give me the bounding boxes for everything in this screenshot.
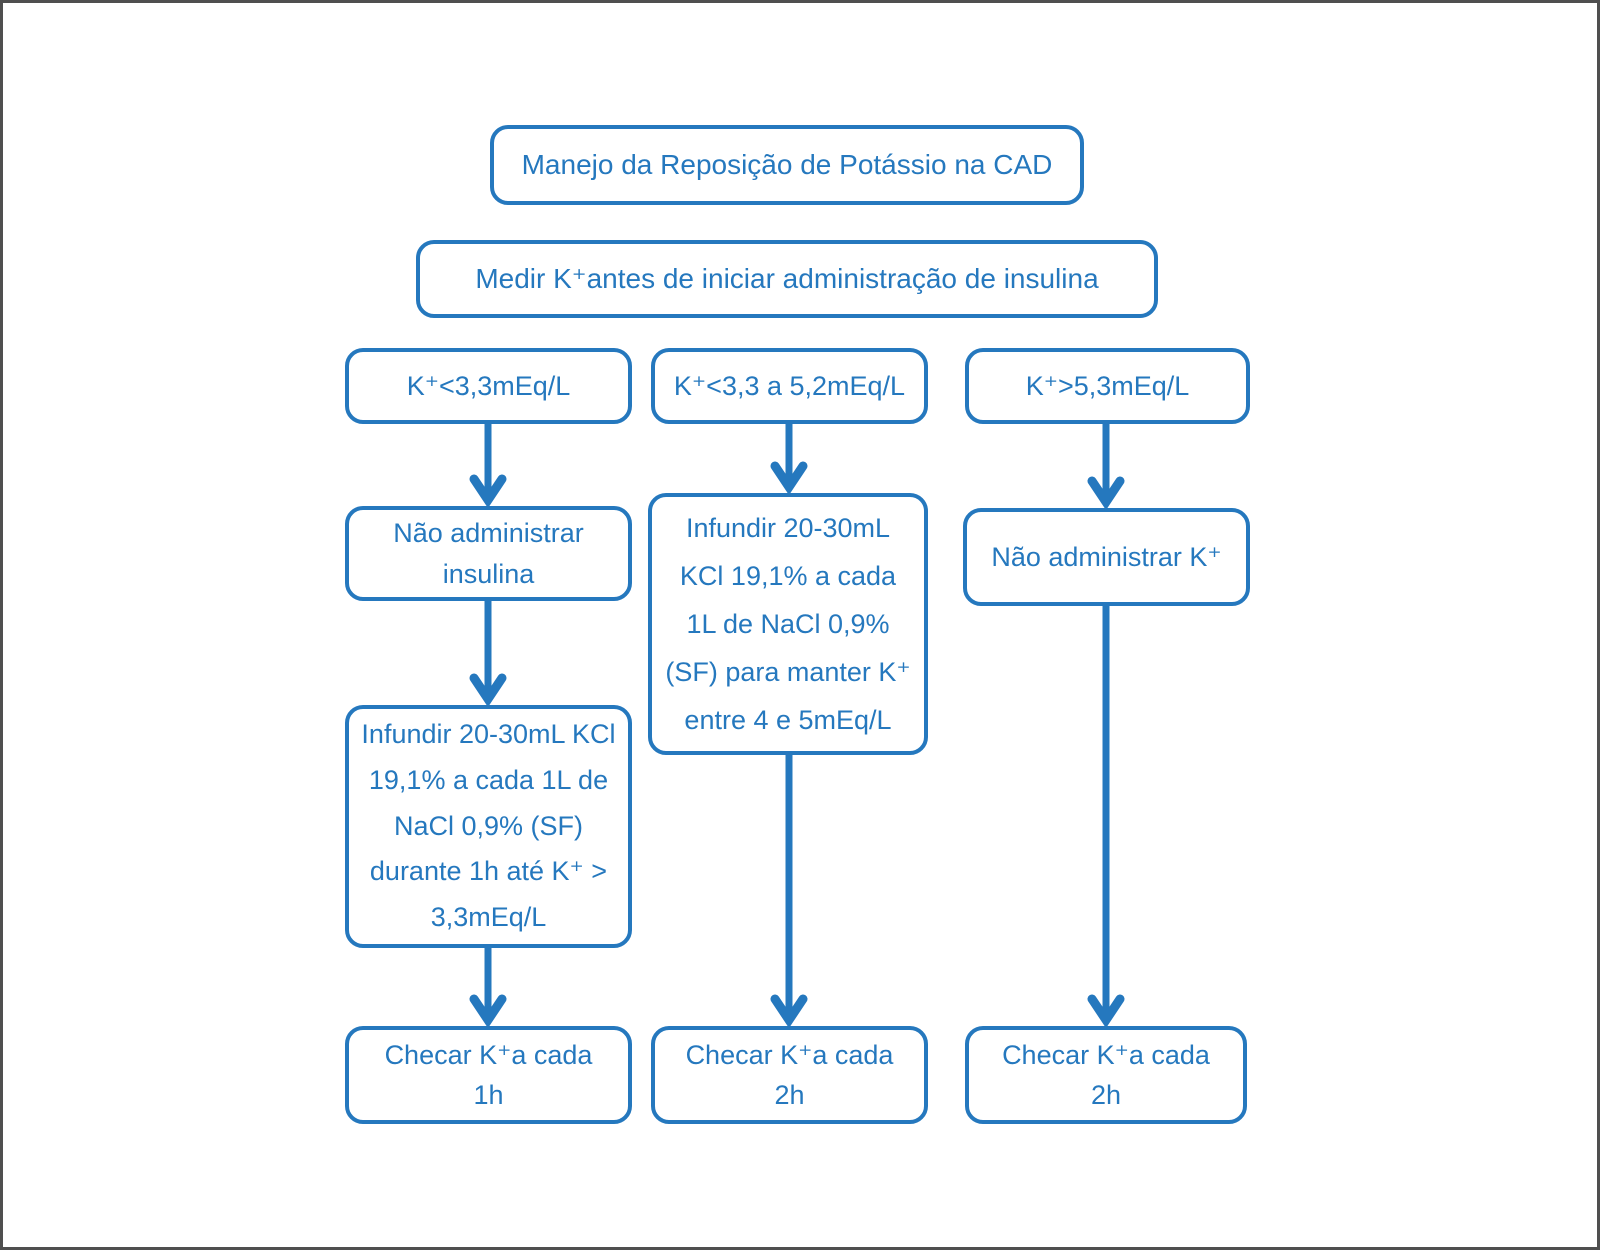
arrow-down-icon [1087,424,1125,511]
arrow-down-icon [1087,606,1125,1029]
no-insulin-box: Não administrar insulina [345,506,632,601]
condition-high-potassium-box: K⁺>5,3mEq/L [965,348,1250,424]
no-potassium-box: Não administrar K⁺ [963,508,1250,606]
infuse-kcl-until-box: Infundir 20-30mL KCl 19,1% a cada 1L de … [345,705,632,948]
check-potassium-1h-box: Checar K⁺a cada 1h [345,1026,632,1124]
title-box: Manejo da Reposição de Potássio na CAD [490,125,1084,205]
measure-potassium-box: Medir K⁺antes de iniciar administração d… [416,240,1158,318]
arrow-down-icon [469,948,507,1029]
condition-low-potassium-box: K⁺<3,3mEq/L [345,348,632,424]
arrow-down-icon [770,755,808,1029]
check-potassium-2h-high-box: Checar K⁺a cada 2h [965,1026,1247,1124]
infuse-kcl-maintain-box: Infundir 20-30mL KCl 19,1% a cada 1L de … [648,493,928,755]
condition-mid-potassium-box: K⁺<3,3 a 5,2mEq/L [651,348,928,424]
check-potassium-2h-mid-box: Checar K⁺a cada 2h [651,1026,928,1124]
arrow-down-icon [469,423,507,509]
arrow-down-icon [770,424,808,496]
arrow-down-icon [469,601,507,708]
